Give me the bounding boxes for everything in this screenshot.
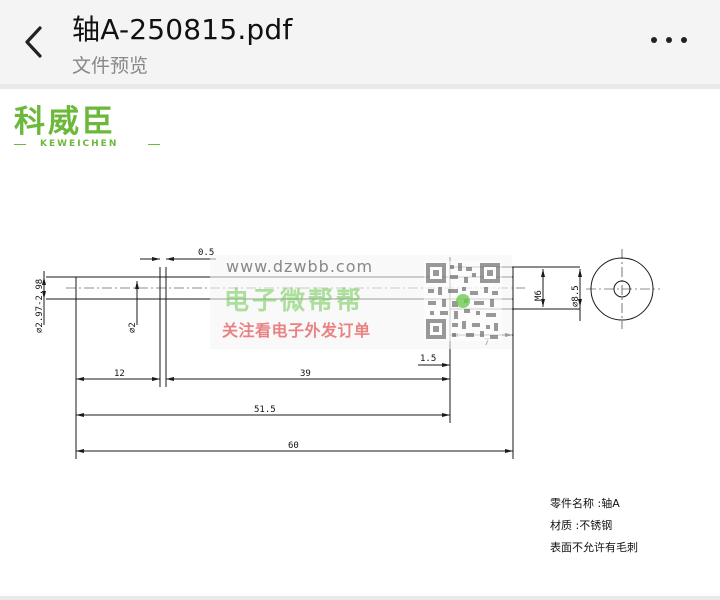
dim-12: 12: [114, 369, 125, 379]
watermark-name: 电子微帮帮: [224, 286, 365, 315]
dim-tolerance-diameter: ⌀2.97-2.98: [35, 279, 45, 333]
top-bar: 轴A-250815.pdf 文件预览: [0, 0, 720, 84]
qr-code-icon: [424, 261, 502, 341]
logo-line-left: [14, 144, 26, 145]
logo-chinese-name: 科威臣: [14, 104, 116, 140]
document-viewer[interactable]: 科威臣 KEWEICHEN: [0, 84, 720, 600]
logo-line-right: [148, 144, 160, 145]
company-logo: 科威臣 KEWEICHEN: [14, 104, 164, 154]
part-notes: 零件名称 :轴A 材质 :不锈钢 表面不允许有毛刺: [550, 493, 638, 559]
material-note: 材质 :不锈钢: [550, 519, 613, 532]
part-name-note: 零件名称 :轴A: [550, 497, 620, 510]
dim-60: 60: [288, 441, 299, 451]
dim-51-5: 51.5: [254, 405, 276, 415]
dim-diameter-2: ⌀2: [128, 322, 138, 333]
more-options-icon[interactable]: [648, 30, 690, 50]
back-arrow-icon[interactable]: [20, 24, 50, 60]
dim-m6: M6: [534, 290, 544, 301]
watermark-overlay: www.dzwbb.com 电子微帮帮 关注看电子外发订单: [210, 255, 512, 349]
watermark-slogan: 关注看电子外发订单: [222, 321, 371, 340]
dim-1-5: 1.5: [420, 354, 436, 364]
pdf-page: 科威臣 KEWEICHEN: [0, 89, 720, 596]
dim-diameter-8-5: ⌀8.5: [571, 285, 581, 307]
dim-39: 39: [300, 369, 311, 379]
file-title: 轴A-250815.pdf: [72, 13, 293, 46]
watermark-url: www.dzwbb.com: [226, 257, 374, 276]
file-preview-label: 文件预览: [72, 55, 149, 77]
surface-note: 表面不允许有毛刺: [550, 541, 638, 554]
dim-0-5: 0.5: [198, 248, 214, 258]
logo-english-name: KEWEICHEN: [40, 139, 119, 149]
